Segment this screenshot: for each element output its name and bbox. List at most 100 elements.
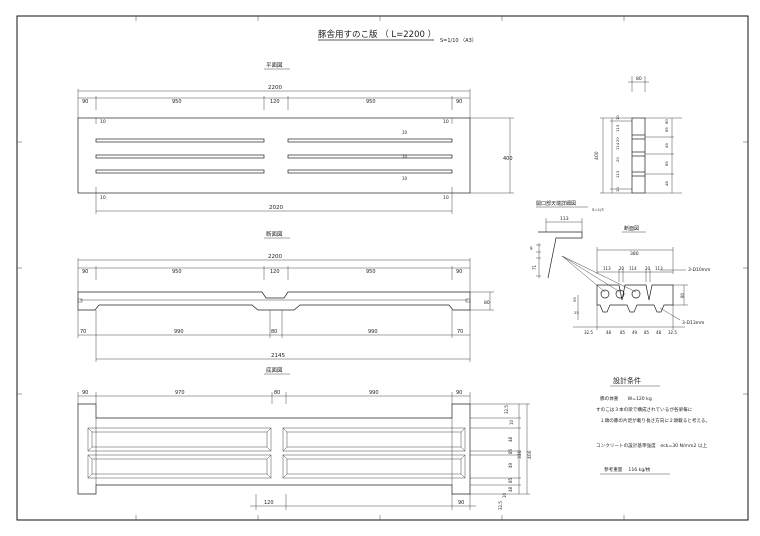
cross-bdim-2: 48	[606, 330, 612, 335]
condition-line-3: １頭の豚の片足が載り長さ方向に２頭載ると考える。	[600, 417, 710, 424]
cross-bdim-6: 48	[656, 330, 662, 335]
bottom-rdim-5: 49	[508, 462, 513, 468]
opening-dim-top: 113	[560, 216, 569, 222]
bottom-dim-1: 90	[82, 390, 88, 396]
cross-rebar-top: 3-D10mm	[688, 267, 710, 273]
side-block	[631, 117, 646, 194]
section-bdim-5: 70	[457, 329, 463, 335]
plan-dim-2: 950	[172, 99, 182, 105]
cross-section: 断面図 380 113 20 114 20 113 3-D	[561, 225, 710, 335]
plan-tab-3: 10	[100, 195, 106, 201]
section-bdim-4: 990	[368, 329, 378, 335]
side-rdim-3: 49	[664, 143, 669, 148]
opening-detail-label: 開口部天端詳細図	[536, 200, 576, 207]
section-dim-4: 950	[366, 269, 376, 275]
bottom-sub-400: 400	[527, 450, 533, 459]
bottom-dim-4: 990	[369, 390, 379, 396]
bottom-rdim-6: 85	[508, 477, 513, 483]
side-ldim-6: 113	[615, 170, 620, 178]
side-top-dim: 80	[636, 76, 642, 82]
bottom-rdim-7: 48	[508, 486, 513, 492]
cross-bdim-5: 85	[644, 330, 650, 335]
bottom-rdim-9: 32.5	[498, 501, 503, 510]
side-ldim-1: 10	[615, 115, 620, 120]
plan-tab-1: 10	[100, 119, 106, 125]
cross-tdim-2: 20	[619, 266, 625, 271]
side-view: 80 400 10 113 20 114 20 113 10 80 85 49 …	[594, 76, 682, 194]
cross-small-1: 55	[572, 297, 577, 302]
cross-bdim-1: 32.5	[584, 330, 593, 335]
side-ldim-7: 10	[615, 187, 620, 192]
side-rdim-2: 85	[664, 127, 669, 132]
plan-view: 平面図 2200 90 950 120 950 90 10 10 10 10	[77, 62, 514, 214]
section-view: 断面図 2200 90 950 120 950 90 80	[77, 230, 494, 362]
side-ldim-4: 114	[615, 142, 620, 150]
side-ldim-2: 113	[615, 124, 620, 132]
bottom-recesses	[87, 427, 466, 479]
cross-tdim-3: 114	[629, 266, 637, 271]
bottom-dim-5: 90	[456, 390, 462, 396]
bottom-dim-3: 80	[274, 390, 280, 396]
bottom-rdim-2: 10	[509, 419, 514, 425]
plan-view-label: 平面図	[266, 62, 283, 69]
section-bdim-1: 70	[80, 329, 86, 335]
plan-dim-1: 90	[82, 99, 88, 105]
plan-overall-dim: 2200	[268, 85, 282, 91]
cross-bdim-4: 49	[632, 330, 638, 335]
section-bottom-overall: 2145	[271, 353, 285, 359]
bottom-view: 底面図 90 970 80 990 90	[77, 366, 533, 510]
side-ldim-5: 20	[615, 157, 620, 162]
plan-dim-4: 950	[366, 99, 376, 105]
section-bdim-3: 80	[271, 329, 277, 335]
plan-slab	[77, 117, 471, 194]
condition-line-1: 豚の体重 W=120 kg	[600, 395, 652, 402]
opening-detail-scale: S=1/3	[592, 207, 604, 212]
rebar-3	[631, 289, 641, 299]
plan-gap-1: 10	[402, 130, 408, 135]
cross-height: 80	[680, 292, 685, 298]
section-dim-2: 950	[172, 269, 182, 275]
plan-gap-3: 10	[402, 176, 408, 181]
plan-bottom-dim: 2020	[269, 205, 283, 211]
plan-dim-3: 120	[270, 99, 280, 105]
side-height-dim: 400	[594, 151, 600, 160]
bottom-dim-2: 970	[175, 390, 185, 396]
plan-tab-4: 10	[443, 195, 449, 201]
section-height-dim: 80	[484, 300, 490, 306]
side-rdim-1: 80	[664, 119, 669, 124]
condition-line-4: コンクリートの設計基準強度 σck=30 N/mm2 以上	[596, 442, 707, 449]
design-conditions: 設計条件 豚の体重 W=120 kg すのこは３本の梁で構成されているが各梁毎に…	[596, 376, 710, 475]
condition-line-2: すのこは３本の梁で構成されているが各梁毎に	[596, 406, 693, 413]
section-dim-3: 120	[270, 269, 280, 275]
drawing-scale: S=1/10 （A3）	[440, 38, 477, 44]
plan-height-dim: 400	[503, 156, 513, 162]
bottom-bdim-1: 120	[264, 500, 274, 506]
section-overall-dim: 2200	[268, 254, 282, 260]
cross-tdim-1: 113	[603, 266, 611, 271]
cross-tdim-5: 113	[655, 266, 663, 271]
side-rdim-4: 85	[664, 161, 669, 166]
cross-small-2: 25	[574, 310, 579, 315]
condition-line-5: 参考重量 116 kg/枚	[604, 466, 651, 473]
cross-rebar-bottom: 3-D13mm	[682, 320, 704, 326]
cross-section-label: 断面図	[624, 225, 639, 232]
side-ldim-3: 20	[615, 137, 620, 142]
bottom-bdim-2: 90	[458, 500, 464, 506]
rebar-2	[615, 289, 625, 299]
plan-gap-2: 10	[402, 154, 408, 159]
bottom-rdim-1: 32.5	[504, 405, 509, 414]
opening-detail: 開口部天端詳細図 S=1/3 113 9 71	[530, 200, 604, 279]
bottom-rdim-4: 85	[508, 448, 513, 454]
bottom-slab	[77, 403, 471, 495]
cross-overall: 380	[630, 251, 639, 257]
drawing-title: 豚舎用すのこ版 （ L=2200 ）	[318, 29, 436, 40]
cross-tdim-4: 20	[645, 266, 651, 271]
section-view-label: 断面図	[266, 230, 283, 238]
bottom-rdim-8: 10	[502, 492, 507, 498]
opening-profile	[538, 231, 583, 279]
bottom-view-label: 底面図	[266, 366, 283, 374]
plan-tab-2: 10	[443, 119, 449, 125]
opening-dim-a: 9	[530, 246, 533, 251]
side-rdim-5: 48	[664, 181, 669, 186]
